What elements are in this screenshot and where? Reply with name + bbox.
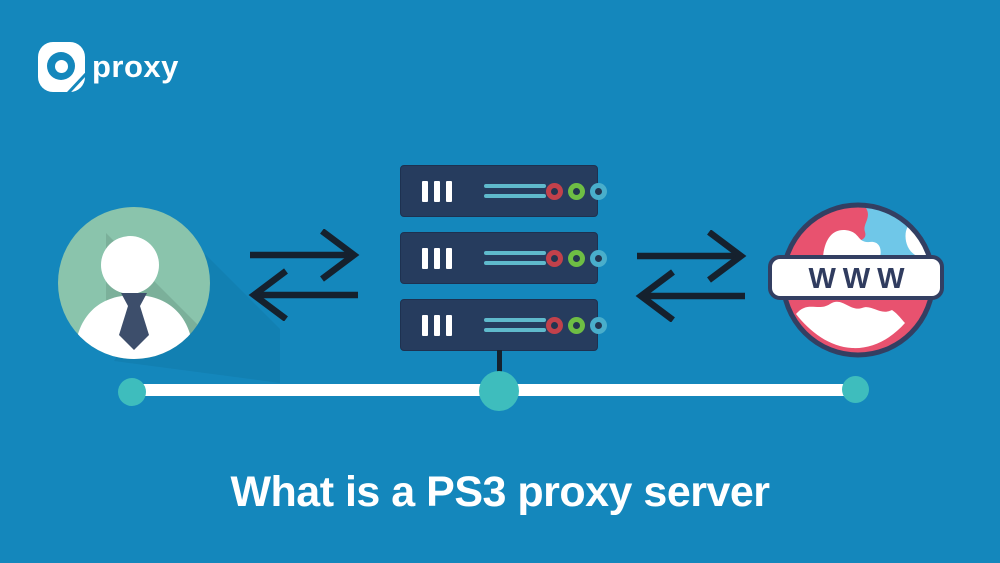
www-banner-text: WWW <box>808 263 911 295</box>
globe-www-icon: WWW <box>768 202 944 358</box>
nineproxy-logo-icon <box>38 42 87 95</box>
server-vent-bars <box>422 180 452 202</box>
server-led-lights <box>546 316 607 334</box>
server-vent-bars <box>422 247 452 269</box>
led-red <box>546 249 563 267</box>
server-slot-lines <box>484 318 546 332</box>
page-title: What is a PS3 proxy server <box>230 468 770 516</box>
user-avatar-icon <box>58 207 280 383</box>
server-slot-lines <box>484 251 546 265</box>
timeline-node-user <box>118 378 146 406</box>
timeline-node-web <box>842 376 869 403</box>
led-green <box>568 316 585 334</box>
server-unit <box>400 232 607 284</box>
led-cyan <box>590 182 607 200</box>
led-cyan <box>590 316 607 334</box>
led-cyan <box>590 249 607 267</box>
server-unit <box>400 165 607 217</box>
server-stack <box>400 165 607 366</box>
led-green <box>568 249 585 267</box>
avatar-tie-knot <box>121 293 147 306</box>
logo-brand-text: proxy <box>92 49 179 84</box>
server-slot-lines <box>484 184 546 198</box>
server-unit <box>400 299 607 351</box>
proxy-web-exchange-arrows <box>635 230 747 322</box>
avatar-head <box>101 236 159 294</box>
server-vent-bars <box>422 314 452 336</box>
server-led-lights <box>546 182 607 200</box>
www-banner <box>768 255 944 300</box>
led-green <box>568 182 585 200</box>
nineproxy-logo: proxy <box>38 42 179 95</box>
led-red <box>546 182 563 200</box>
avatar-tie <box>119 306 149 350</box>
timeline-node-proxy <box>479 371 519 411</box>
server-led-lights <box>546 249 607 267</box>
user-proxy-exchange-arrows <box>248 229 360 321</box>
led-red <box>546 316 563 334</box>
